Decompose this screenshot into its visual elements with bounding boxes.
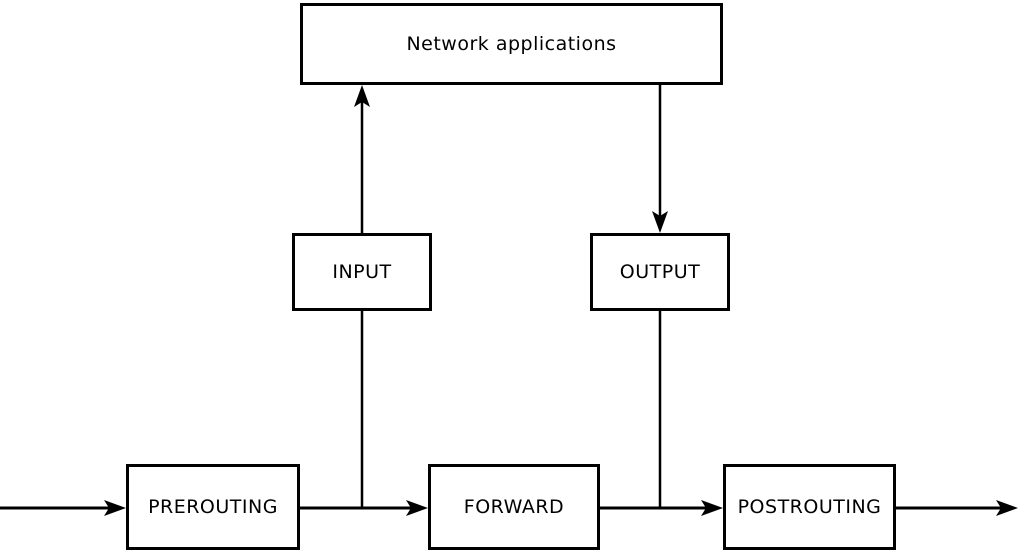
arrowhead-right-icon	[701, 500, 723, 516]
node-prerouting-label: PREROUTING	[148, 496, 278, 518]
edge-forward-to-postrouting	[600, 500, 723, 516]
edge-incoming-to-prerouting	[0, 500, 126, 516]
edge-prerouting-to-forward	[300, 500, 428, 516]
arrowhead-right-icon	[406, 500, 428, 516]
node-forward-chain: FORWARD	[428, 464, 600, 550]
node-forward-label: FORWARD	[463, 496, 565, 518]
node-input-chain: INPUT	[292, 233, 432, 311]
node-prerouting-chain: PREROUTING	[126, 464, 300, 550]
node-input-label: INPUT	[332, 261, 392, 283]
edge-postrouting-to-outgoing	[896, 500, 1018, 516]
edge-network-applications-to-output	[652, 85, 668, 233]
arrowhead-right-icon	[996, 500, 1018, 516]
arrowhead-right-icon	[104, 500, 126, 516]
node-output-label: OUTPUT	[619, 261, 701, 283]
node-network-applications: Network applications	[300, 3, 723, 85]
arrowhead-up-icon	[354, 85, 370, 107]
edge-input-to-network-applications	[354, 85, 370, 233]
node-output-chain: OUTPUT	[590, 233, 730, 311]
node-postrouting-chain: POSTROUTING	[723, 464, 896, 550]
node-postrouting-label: POSTROUTING	[737, 496, 882, 518]
arrowhead-down-icon	[652, 211, 668, 233]
node-network-applications-label: Network applications	[406, 33, 617, 55]
